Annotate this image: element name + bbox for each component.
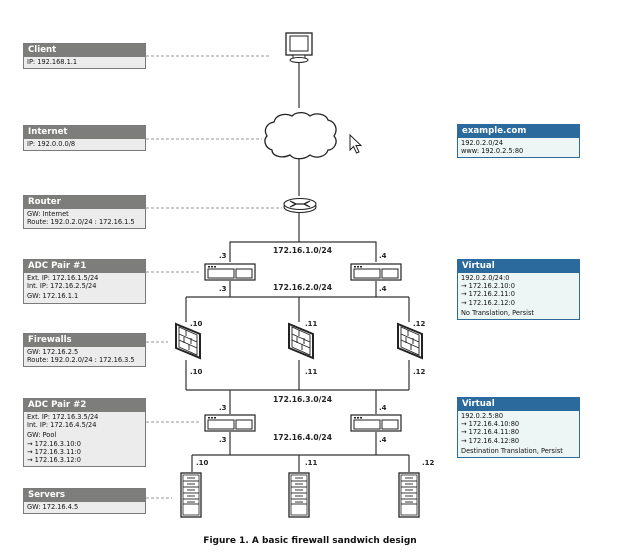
firewalls-box-title: Firewalls — [24, 334, 145, 347]
host-label: .11 — [305, 320, 318, 328]
network-label-net3: 172.16.3.0/24 — [273, 395, 332, 404]
firewall-icon — [397, 322, 423, 360]
virtual-2-info-box: Virtual 192.0.2.5:80 → 172.16.4.10:80 → … — [457, 397, 580, 459]
virtual-1-options: No Translation, Persist — [461, 308, 534, 317]
virtual-1-pool-member: → 172.16.2.12:0 — [461, 298, 515, 307]
monitor-icon — [285, 32, 313, 63]
internet-info-box: Internet IP: 192.0.0.0/8 — [23, 125, 146, 152]
servers-info-box: Servers GW: 172.16.4.5 — [23, 488, 146, 515]
load-balancer-icon — [204, 263, 256, 281]
host-label: .3 — [219, 252, 227, 260]
servers-gw: GW: 172.16.4.5 — [27, 503, 79, 511]
network-label-net2: 172.16.2.0/24 — [273, 283, 332, 292]
adc-pair-2-box-title: ADC Pair #2 — [24, 399, 145, 412]
adc-pair-2-info-box: ADC Pair #2 Ext. IP: 172.16.3.5/24 Int. … — [23, 398, 146, 468]
example-com-box-title: example.com — [458, 125, 579, 138]
adc2-int-ip: Int. IP: 172.16.4.5/24 — [27, 421, 97, 430]
router-box-title: Router — [24, 196, 145, 209]
adc1-gw: GW: 172.16.1.1 — [27, 292, 79, 301]
adc1-int-ip: Int. IP: 172.16.2.5/24 — [27, 282, 97, 291]
host-label: .10 — [190, 368, 203, 376]
host-label: .3 — [219, 404, 227, 412]
adc-pair-1-box-title: ADC Pair #1 — [24, 260, 145, 273]
host-label: .11 — [305, 459, 318, 467]
load-balancer-icon — [350, 263, 402, 281]
adc2-pool-member: → 172.16.3.10:0 — [27, 439, 81, 448]
virtual-2-pool-member: → 172.16.4.11:80 — [461, 428, 520, 437]
host-label: .12 — [413, 368, 426, 376]
host-label: .4 — [379, 404, 387, 412]
host-label: .11 — [305, 368, 318, 376]
example-com-network: 192.0.2.0/24 — [461, 139, 504, 147]
servers-box-title: Servers — [24, 489, 145, 502]
virtual-2-box-title: Virtual — [458, 398, 579, 411]
router-info-box: Router GW: Internet Route: 192.0.2.0/24 … — [23, 195, 146, 230]
network-label-net4: 172.16.4.0/24 — [273, 433, 332, 442]
client-ip: IP: 192.168.1.1 — [27, 58, 78, 66]
host-label: .4 — [379, 436, 387, 444]
host-label: .10 — [190, 320, 203, 328]
firewalls-gw: GW: 172.16.2.5 — [27, 348, 79, 356]
figure-caption: Figure 1. A basic firewall sandwich desi… — [203, 536, 417, 546]
network-label-net1: 172.16.1.0/24 — [273, 246, 332, 255]
mouse-cursor-icon — [349, 134, 363, 154]
virtual-1-pool-member: → 172.16.2.10:0 — [461, 282, 515, 291]
load-balancer-icon — [350, 414, 402, 432]
client-box-title: Client — [24, 44, 145, 57]
host-label: .10 — [196, 459, 209, 467]
firewalls-info-box: Firewalls GW: 172.16.2.5 Route: 192.0.2.… — [23, 333, 146, 368]
router-route: Route: 192.0.2.0/24 : 172.16.1.5 — [27, 218, 135, 227]
virtual-1-info-box: Virtual 192.0.2.0/24:0 → 172.16.2.10:0 →… — [457, 259, 580, 321]
host-label: .12 — [422, 459, 435, 467]
server-icon — [398, 472, 420, 518]
adc1-ext-ip: Ext. IP: 172.16.1.5/24 — [27, 274, 99, 282]
adc-pair-1-info-box: ADC Pair #1 Ext. IP: 172.16.1.5/24 Int. … — [23, 259, 146, 304]
firewall-icon — [288, 322, 314, 360]
virtual-2-pool-member: → 172.16.4.10:80 — [461, 420, 520, 429]
load-balancer-icon — [204, 414, 256, 432]
adc2-pool-member: → 172.16.3.12:0 — [27, 456, 81, 465]
internet-ip: IP: 192.0.0.0/8 — [27, 140, 76, 148]
firewalls-route: Route: 192.0.2.0/24 : 172.16.3.5 — [27, 356, 135, 365]
example-com-info-box: example.com 192.0.2.0/24 www: 192.0.2.5:… — [457, 124, 580, 159]
virtual-2-address: 192.0.2.5:80 — [461, 412, 504, 420]
example-com-www: www: 192.0.2.5:80 — [461, 147, 524, 156]
host-label: .3 — [219, 285, 227, 293]
net1-bus — [229, 241, 377, 262]
cloud-icon — [264, 111, 337, 160]
router-icon — [283, 197, 317, 214]
router-gw: GW: Internet — [27, 210, 69, 218]
server-icon — [180, 472, 202, 518]
adc2-ext-ip: Ext. IP: 172.16.3.5/24 — [27, 413, 99, 421]
virtual-1-box-title: Virtual — [458, 260, 579, 273]
server-icon — [288, 472, 310, 518]
adc2-pool-member: → 172.16.3.11:0 — [27, 447, 81, 456]
internet-box-title: Internet — [24, 126, 145, 139]
virtual-2-pool-member: → 172.16.4.12:80 — [461, 436, 520, 445]
client-info-box: Client IP: 192.168.1.1 — [23, 43, 146, 70]
virtual-2-options: Destination Translation, Persist — [461, 446, 563, 455]
adc2-gw: GW: Pool — [27, 431, 57, 440]
host-label: .4 — [379, 252, 387, 260]
host-label: .12 — [413, 320, 426, 328]
host-label: .4 — [379, 285, 387, 293]
host-label: .3 — [219, 436, 227, 444]
virtual-1-pool-member: → 172.16.2.11:0 — [461, 290, 515, 299]
virtual-1-address: 192.0.2.0/24:0 — [461, 274, 510, 282]
firewall-icon — [175, 322, 201, 360]
